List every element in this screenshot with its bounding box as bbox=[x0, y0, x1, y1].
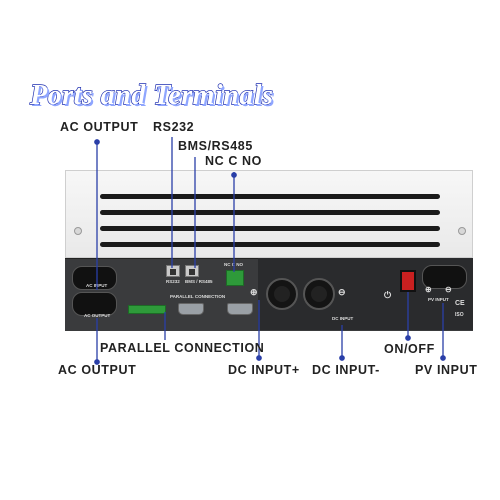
ac-output-label: AC OUTPUT bbox=[84, 313, 111, 318]
pv-minus-symbol: ⊖ bbox=[445, 285, 452, 294]
leader-dot bbox=[339, 355, 345, 361]
callout-on-off: ON/OFF bbox=[384, 342, 435, 356]
ce-mark: CE bbox=[455, 300, 465, 307]
callout-dc-input-plus: DC INPUT+ bbox=[228, 363, 300, 377]
rs232-label: RS232 bbox=[166, 279, 180, 284]
callout-bms-rs485: BMS/RS485 bbox=[178, 139, 253, 153]
iso-mark: ISO bbox=[455, 312, 464, 318]
rs232-port bbox=[166, 265, 180, 277]
parallel-label: PARALLEL CONNECTION bbox=[170, 294, 226, 299]
leader-dot bbox=[94, 359, 100, 365]
callout-dc-input-minus: DC INPUT- bbox=[312, 363, 380, 377]
dc-input-plus-terminal bbox=[266, 278, 298, 310]
pv-input-socket bbox=[422, 265, 467, 289]
ac-output-socket bbox=[72, 292, 117, 316]
power-icon: ⏻ bbox=[384, 290, 392, 300]
parallel-dsub-port bbox=[227, 303, 253, 315]
ac-input-socket bbox=[72, 266, 117, 290]
callout-rs232: RS232 bbox=[153, 120, 195, 134]
screw bbox=[458, 227, 466, 235]
pv-plus-symbol: ⊕ bbox=[425, 285, 432, 294]
dc-input-label: DC INPUT bbox=[332, 316, 354, 321]
vent-slot bbox=[100, 194, 440, 199]
parallel-dsub-port bbox=[178, 303, 204, 315]
callout-ac-output-top: AC OUTPUT bbox=[60, 120, 139, 134]
leader-dot bbox=[94, 139, 100, 145]
bms-label: BMS / RS485 bbox=[185, 279, 213, 284]
callout-parallel-connection: PARALLEL CONNECTION bbox=[100, 341, 265, 355]
callout-pv-input: PV INPUT bbox=[415, 363, 478, 377]
relay-terminal bbox=[226, 270, 244, 286]
leader-dot bbox=[231, 172, 237, 178]
leader-dot bbox=[440, 355, 446, 361]
callout-nc-c-no: NC C NO bbox=[205, 154, 262, 168]
pv-input-label: PV INPUT bbox=[428, 297, 449, 302]
callout-ac-output-bottom: AC OUTPUT bbox=[58, 363, 137, 377]
leader-dot bbox=[256, 355, 262, 361]
vent-slot bbox=[100, 210, 440, 215]
dc-plus-symbol: ⊕ bbox=[250, 287, 258, 297]
page-title: Ports and Terminals bbox=[29, 79, 274, 111]
vent-slot bbox=[100, 242, 440, 247]
dc-input-minus-terminal bbox=[303, 278, 335, 310]
vent-slot bbox=[100, 226, 440, 231]
leader-dot bbox=[405, 335, 411, 341]
screw bbox=[74, 227, 82, 235]
on-off-switch[interactable] bbox=[400, 270, 416, 292]
dc-minus-symbol: ⊖ bbox=[338, 287, 346, 297]
parallel-terminal bbox=[128, 305, 166, 314]
